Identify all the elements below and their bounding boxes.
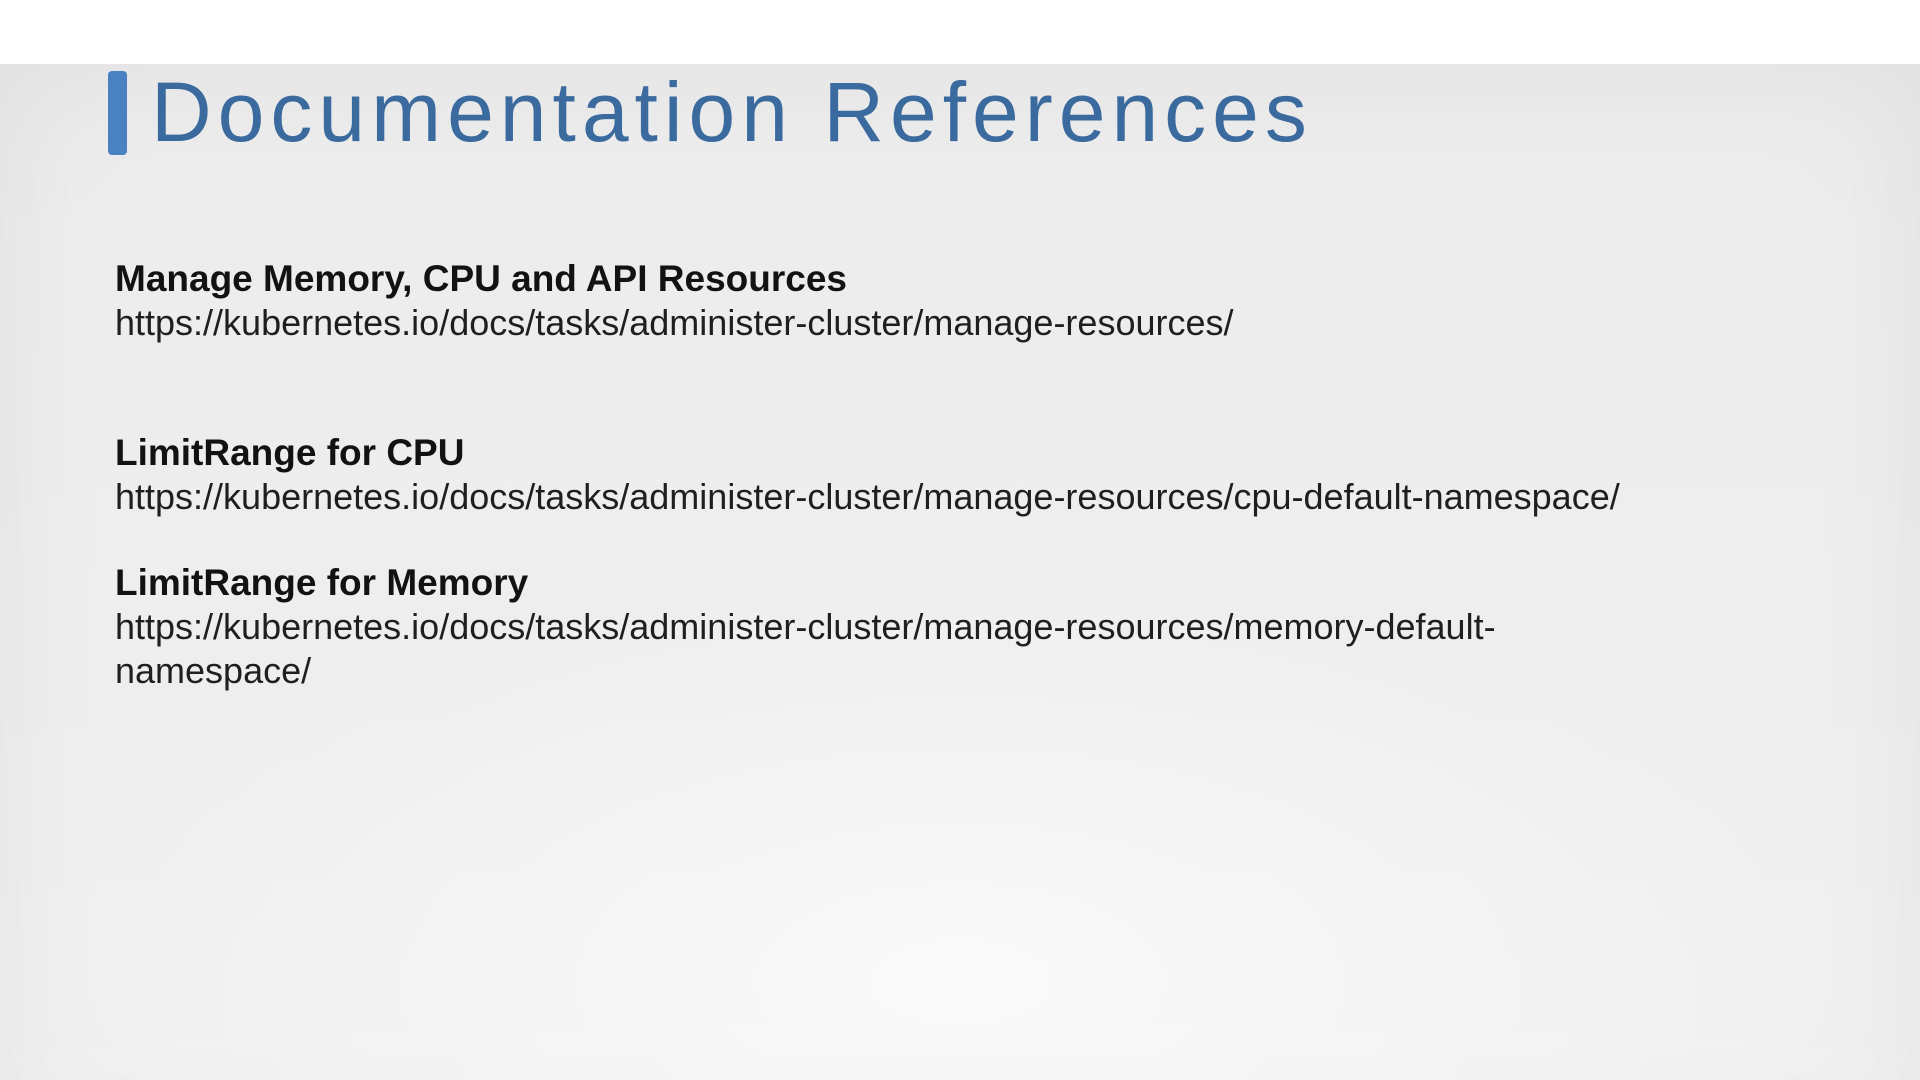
reference-url: https://kubernetes.io/docs/tasks/adminis… <box>115 606 1496 691</box>
reference-item: LimitRange for Memory https://kubernetes… <box>115 561 1920 693</box>
page-title: Documentation References <box>151 65 1313 159</box>
title-row: Documentation References <box>108 64 1920 161</box>
reference-title: LimitRange for CPU <box>115 432 465 473</box>
reference-url: https://kubernetes.io/docs/tasks/adminis… <box>115 302 1234 343</box>
reference-url: https://kubernetes.io/docs/tasks/adminis… <box>115 476 1620 517</box>
reference-title: Manage Memory, CPU and API Resources <box>115 258 847 299</box>
slide: Documentation References Manage Memory, … <box>0 64 1920 1080</box>
reference-list: Manage Memory, CPU and API Resources htt… <box>115 257 1920 693</box>
reference-title: LimitRange for Memory <box>115 562 529 603</box>
reference-item: LimitRange for CPU https://kubernetes.io… <box>115 431 1920 519</box>
reference-item: Manage Memory, CPU and API Resources htt… <box>115 257 1920 345</box>
title-accent-bar <box>108 70 127 155</box>
